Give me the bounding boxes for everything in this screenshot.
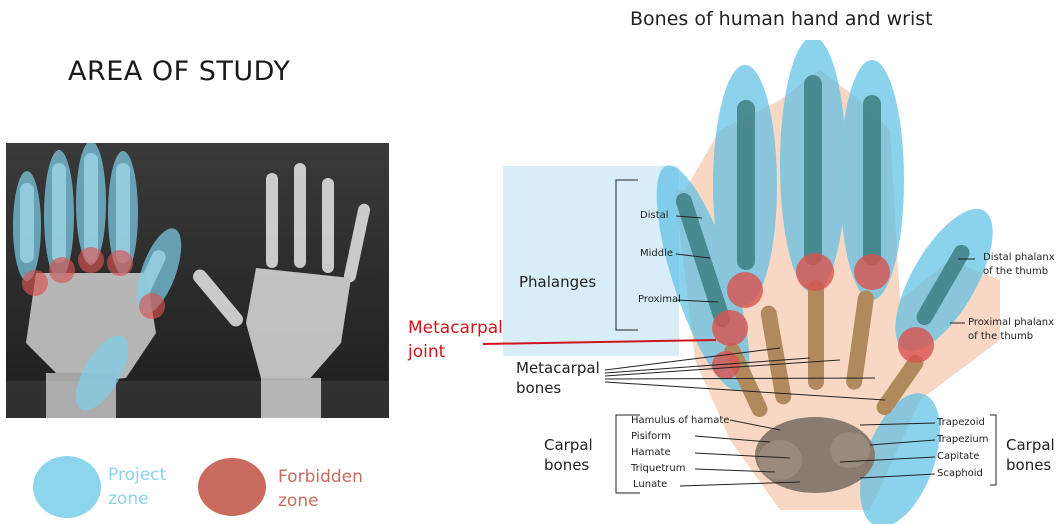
hamate-label: Hamate xyxy=(631,447,671,458)
trapezium-label: Trapezium xyxy=(937,434,988,445)
project-zone-swatch xyxy=(33,456,101,518)
distal-label: Distal xyxy=(640,210,669,221)
forbidden-zone-swatch xyxy=(198,458,266,516)
phalanges-box xyxy=(503,166,679,356)
middle-label: Middle xyxy=(640,248,673,259)
proximal-label: Proximal xyxy=(638,294,681,305)
lunate-label: Lunate xyxy=(633,479,667,490)
capitate-label: Capitate xyxy=(937,451,979,462)
phalanges-label: Phalanges xyxy=(519,272,596,292)
hamulus-label: Hamulus of hamate xyxy=(631,415,729,426)
diagram-title: Bones of human hand and wrist xyxy=(630,8,933,30)
area-of-study-title: AREA OF STUDY xyxy=(68,56,290,87)
scaphoid-label: Scaphoid xyxy=(937,468,983,479)
triquetrum-label: Triquetrum xyxy=(631,463,685,474)
pisiform-label: Pisiform xyxy=(631,431,671,442)
trapezoid-label: Trapezoid xyxy=(937,417,985,428)
hand-xray-image xyxy=(6,143,389,418)
